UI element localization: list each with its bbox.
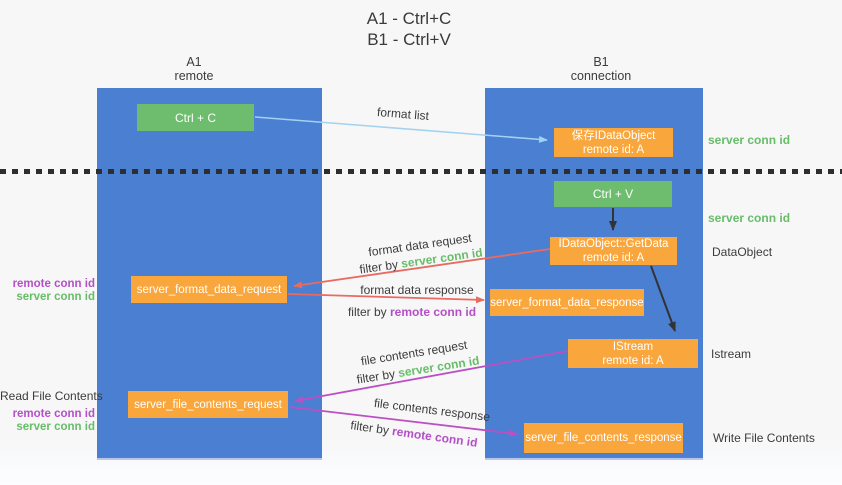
- format-request-label: server_format_data_request: [136, 283, 282, 296]
- format-response-label: server_format_data_response: [490, 296, 644, 309]
- istream-side-label: Istream: [711, 347, 752, 361]
- server-conn-id-right-top: server conn id: [708, 133, 791, 147]
- write-file-contents-label: Write File Contents: [713, 431, 815, 445]
- file-request-label: server_file_contents_request: [134, 398, 282, 411]
- server-file-contents-request-box: server_file_contents_request: [128, 391, 288, 418]
- column-a1-name: A1: [186, 55, 202, 69]
- file-response-label: server_file_contents_response: [525, 432, 682, 444]
- format-list-label: format list: [376, 104, 430, 124]
- istream-box: IStream remote id: A: [568, 339, 698, 368]
- column-b1-name: B1: [593, 55, 609, 69]
- diagram-title: A1 - Ctrl+C B1 - Ctrl+V: [367, 8, 452, 50]
- server-conn-id-right-mid: server conn id: [708, 211, 791, 225]
- left-conn-id-group-1: remote conn id server conn id: [0, 278, 95, 304]
- save-dataobject-line1: 保存IDataObject: [571, 129, 656, 142]
- getdata-line1: IDataObject::GetData: [558, 238, 669, 250]
- server-format-data-request-box: server_format_data_request: [131, 276, 287, 303]
- filter-by-text: filter by: [358, 257, 399, 277]
- remote-conn-id-text: remote conn id: [390, 305, 477, 319]
- server-conn-id-left-2: server conn id: [16, 421, 95, 433]
- ctrl-c-label: Ctrl + C: [174, 110, 216, 125]
- ctrl-c-box: Ctrl + C: [137, 104, 254, 131]
- istream-line1: IStream: [612, 340, 654, 353]
- remote-conn-id-left-1: remote conn id: [12, 278, 95, 290]
- filter-by-text: filter by: [349, 418, 390, 438]
- file-contents-response-label: file contents response: [373, 395, 491, 425]
- server-conn-id-left-1: server conn id: [16, 291, 95, 303]
- server-format-data-response-box: server_format_data_response: [490, 289, 644, 316]
- filter-by-text: filter by: [355, 366, 397, 387]
- column-a1-subtitle: remote: [174, 69, 214, 83]
- title-line-2: B1 - Ctrl+V: [367, 30, 451, 49]
- getdata-line2: remote id: A: [582, 252, 645, 264]
- save-dataobject-line2: remote id: A: [582, 143, 645, 156]
- column-header-b1: B1 connection: [571, 55, 631, 83]
- title-line-1: A1 - Ctrl+C: [366, 9, 452, 28]
- filter-by-remote-conn-id-label-2: filter by remote conn id: [350, 418, 479, 450]
- dataobject-label: DataObject: [712, 245, 773, 259]
- read-file-contents-label: Read File Contents: [0, 389, 103, 403]
- left-conn-id-group-2: Read File Contents remote conn id server…: [0, 389, 103, 434]
- server-file-contents-response-box: server_file_contents_response: [524, 423, 683, 453]
- remote-conn-id-text: remote conn id: [391, 424, 479, 450]
- dotted-divider-line: [0, 169, 842, 174]
- ctrl-v-label: Ctrl + V: [592, 187, 634, 201]
- idataobject-getdata-box: IDataObject::GetData remote id: A: [550, 237, 677, 265]
- istream-line2: remote id: A: [602, 354, 664, 367]
- ctrl-v-box: Ctrl + V: [554, 181, 672, 207]
- filter-by-text: filter by: [347, 305, 387, 319]
- save-dataobject-box: 保存IDataObject remote id: A: [554, 128, 673, 157]
- column-header-a1: A1 remote: [175, 55, 214, 83]
- format-data-response-label: format data response: [360, 283, 474, 297]
- filter-by-remote-conn-id-label-1: filter by remote conn id: [348, 305, 476, 319]
- remote-conn-id-left-2: remote conn id: [12, 408, 95, 420]
- column-b1-subtitle: connection: [570, 69, 632, 83]
